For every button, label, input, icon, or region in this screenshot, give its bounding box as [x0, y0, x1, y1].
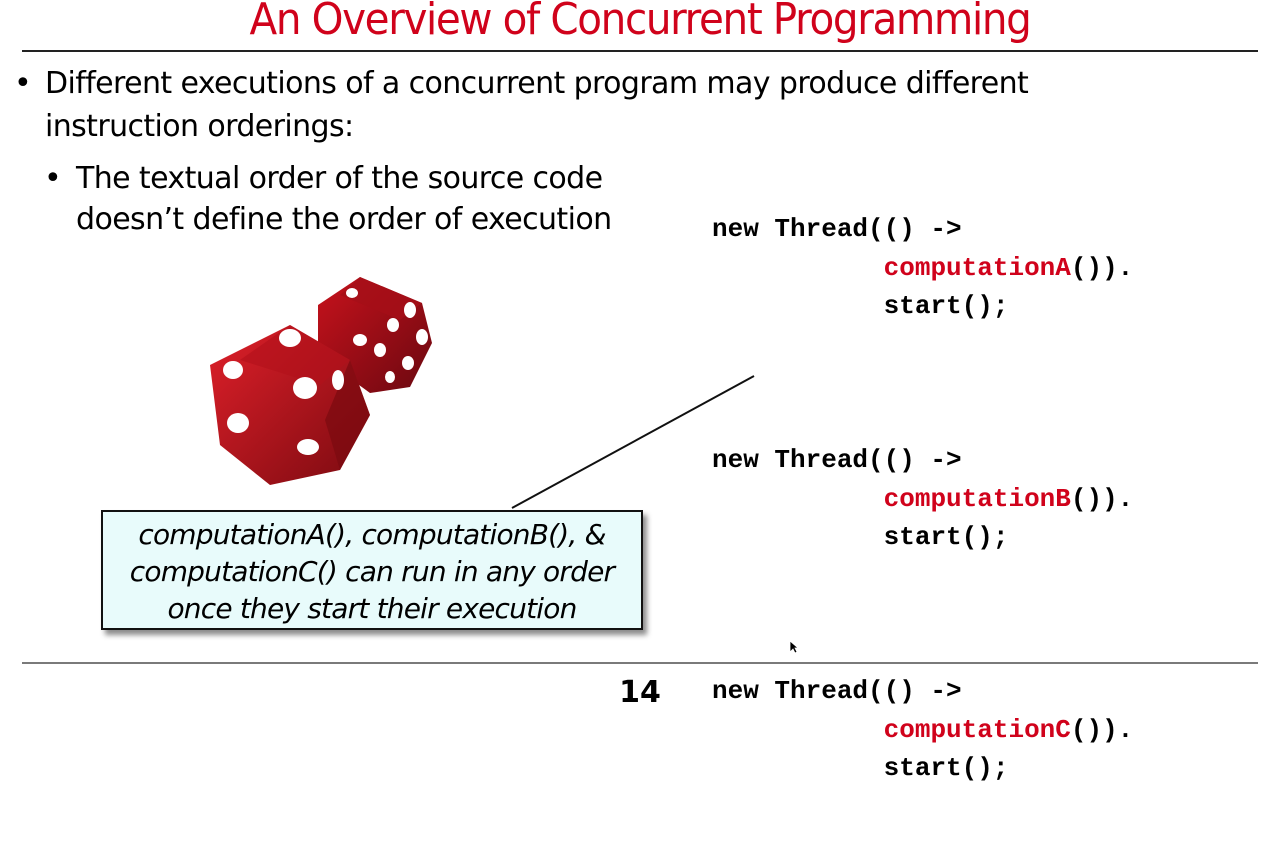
callout-line: computationC() can run in any order: [129, 555, 615, 588]
callout-box: computationA(), computationB(), & comput…: [101, 510, 643, 630]
callout-line: computationA(), computationB(), &: [138, 518, 606, 551]
slide-title: An Overview of Concurrent Programming: [249, 0, 1032, 45]
bullet-marker: •: [44, 161, 62, 196]
callout-line: once they start their execution: [167, 592, 577, 625]
bullet-marker: •: [14, 66, 32, 101]
code-line: start();: [883, 753, 1009, 783]
bullet-level-1: • Different executions of a concurrent p…: [14, 62, 1154, 148]
mouse-cursor-icon: [789, 640, 799, 654]
code-block-thread-b: new Thread(() -> computationB()). start(…: [712, 445, 1134, 552]
bullet-line: doesn’t define the order of execution: [76, 202, 612, 237]
footer-divider: [22, 662, 1258, 664]
page-number: 14: [619, 675, 661, 710]
computation-name: computationB: [883, 483, 1071, 514]
bullet-level-2: • The textual order of the source code d…: [44, 158, 684, 240]
code-line: new Thread(() ->: [712, 445, 962, 475]
code-block-thread-a: new Thread(() -> computationA()). start(…: [712, 214, 1134, 321]
title-divider: [22, 50, 1258, 52]
code-line: start();: [883, 522, 1009, 552]
code-line: new Thread(() ->: [712, 676, 962, 706]
dice-icon: [210, 277, 432, 485]
bullet-line: The textual order of the source code: [76, 161, 603, 196]
bullet-line: instruction orderings:: [45, 109, 354, 144]
computation-name: computationA: [883, 252, 1071, 283]
bullet-line: Different executions of a concurrent pro…: [45, 66, 1029, 101]
code-line: new Thread(() ->: [712, 214, 962, 244]
code-snippet: new Thread(() -> computationA()). start(…: [712, 133, 1133, 865]
code-line: start();: [883, 291, 1009, 321]
computation-name: computationC: [883, 714, 1071, 745]
